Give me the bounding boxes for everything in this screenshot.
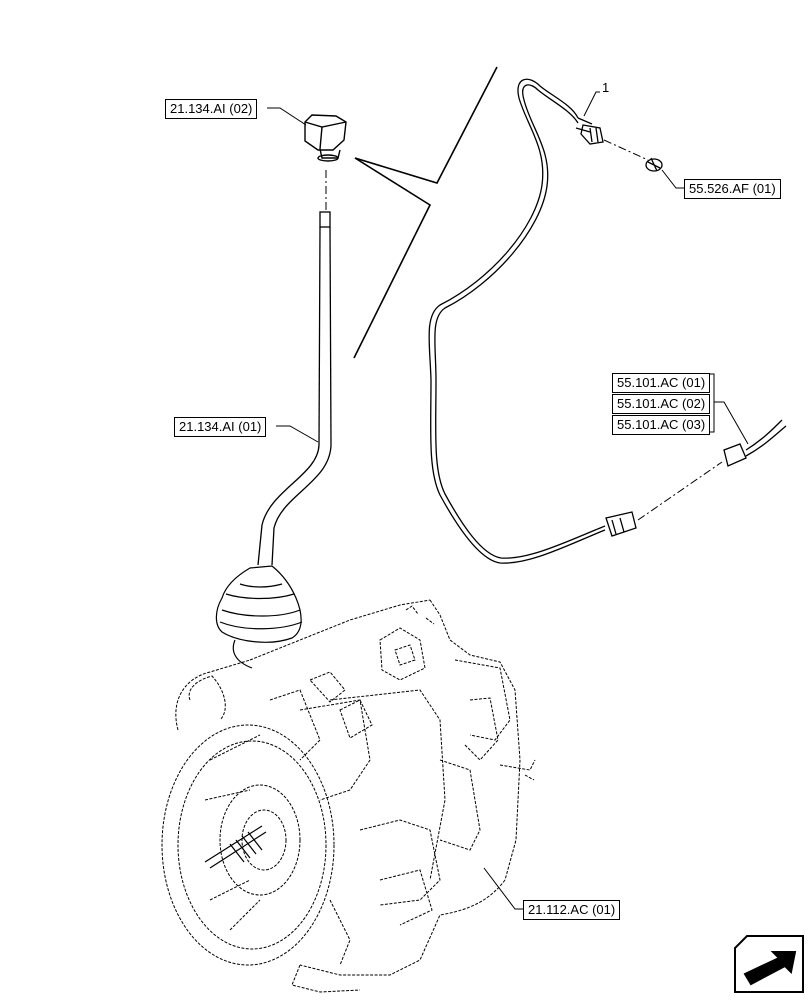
ref-label-55-101-ac-02[interactable]: 55.101.AC (02) xyxy=(612,394,711,414)
input-shaft xyxy=(204,825,267,869)
gear-lever-boot xyxy=(215,565,303,669)
next-page-arrow-icon[interactable] xyxy=(733,934,805,999)
gear-lever-knob xyxy=(304,114,347,162)
switch-component xyxy=(645,157,663,172)
ref-label-55-526-af-01[interactable]: 55.526.AF (01) xyxy=(684,179,781,199)
connector-centerline-top xyxy=(603,139,649,161)
ref-group-bracket xyxy=(710,373,715,433)
harness-connector-top xyxy=(580,124,604,145)
ref-label-55-101-ac-01[interactable]: 55.101.AC (01) xyxy=(612,373,711,393)
mating-connector xyxy=(723,419,787,467)
connector-centerline-bottom xyxy=(637,461,723,521)
wiring-harness xyxy=(428,78,606,564)
ref-label-55-101-ac-03[interactable]: 55.101.AC (03) xyxy=(612,415,711,435)
gear-lever-rod xyxy=(257,211,332,566)
ref-label-21-134-ai-01[interactable]: 21.134.AI (01) xyxy=(174,417,267,437)
ref-label-21-112-ac-01[interactable]: 21.112.AC (01) xyxy=(523,900,621,920)
break-lines xyxy=(353,66,498,359)
transmission-housing xyxy=(161,599,536,993)
callout-item-1: 1 xyxy=(602,80,610,95)
leader-lines xyxy=(267,91,749,910)
harness-connector-bottom xyxy=(605,511,637,537)
ref-label-21-134-ai-02[interactable]: 21.134.AI (02) xyxy=(165,99,258,119)
